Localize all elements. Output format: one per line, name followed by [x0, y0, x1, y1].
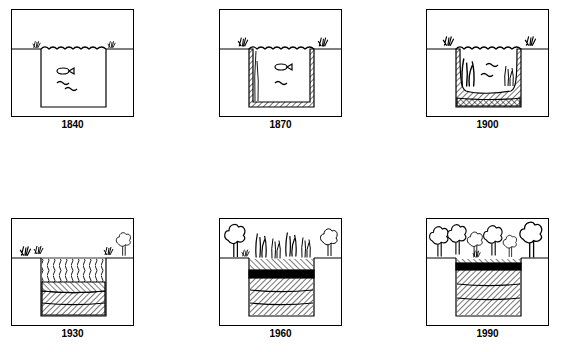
sediment-layer — [457, 270, 520, 315]
marsh-plants — [286, 233, 296, 257]
grass-tuft — [34, 246, 43, 254]
tree — [320, 229, 337, 256]
tree — [448, 225, 466, 255]
fish — [57, 68, 69, 74]
pond-basin — [456, 258, 521, 316]
sediment-layer — [249, 49, 314, 107]
sediment-layer — [457, 98, 520, 106]
pond-basin — [41, 258, 106, 316]
tree — [520, 222, 542, 257]
ground-line — [11, 257, 134, 258]
pond-panel — [426, 36, 549, 107]
sediment-layer — [250, 259, 313, 270]
marsh-plants — [302, 238, 311, 258]
soil-layer — [457, 259, 520, 263]
water-surface — [249, 47, 314, 49]
marsh-plants — [272, 239, 281, 259]
grass-tuft — [238, 38, 248, 47]
grass-tuft — [108, 41, 116, 48]
peat-layer — [249, 270, 314, 278]
fish-tail — [287, 64, 292, 70]
layer-line — [457, 284, 520, 300]
peat-layer — [456, 263, 521, 270]
pond-panel — [11, 233, 134, 316]
water-ripples — [275, 82, 287, 85]
year-label: 1840 — [0, 119, 153, 131]
sediment-layer — [456, 49, 521, 107]
grass-tuft — [33, 41, 41, 48]
grass-tuft — [525, 36, 536, 45]
grass-tuft — [104, 247, 113, 255]
sediment-layer — [42, 282, 105, 293]
tree — [225, 224, 245, 257]
pond-panel — [219, 38, 342, 107]
year-label: 1990 — [407, 328, 568, 340]
grass-tuft — [473, 251, 481, 258]
year-label: 1960 — [200, 328, 361, 340]
year-label: 1900 — [407, 119, 568, 131]
marsh-plants — [256, 234, 266, 258]
grass-tuft — [443, 36, 454, 45]
pond-panel — [11, 41, 134, 107]
dense-water-plants — [42, 259, 105, 282]
year-label: 1870 — [200, 119, 361, 131]
pond-basin — [41, 49, 106, 107]
stage-panel: 1870 — [219, 9, 342, 117]
grass-tuft — [318, 38, 328, 47]
stage-panel: 1960 — [219, 218, 342, 326]
stage-panel: 1990 — [426, 218, 549, 326]
layer-line — [42, 303, 105, 305]
ground-line — [426, 257, 549, 258]
water-surface — [41, 47, 106, 49]
grass-tuft — [242, 250, 250, 257]
tree — [503, 235, 516, 257]
water-plants — [462, 59, 474, 87]
sediment-layer — [250, 278, 313, 315]
layer-line — [250, 290, 313, 305]
stage-panel: 1840 — [11, 9, 134, 117]
water-plants — [505, 66, 514, 86]
tree — [484, 226, 502, 256]
year-label: 1930 — [0, 328, 153, 340]
pond-basin — [249, 258, 314, 316]
water-ripples — [481, 64, 498, 77]
tree — [116, 233, 130, 256]
pond-panel — [426, 222, 549, 316]
pond-panel — [219, 224, 342, 316]
fish — [275, 64, 287, 70]
stage-panel: 1930 — [11, 218, 134, 326]
tree — [430, 227, 448, 257]
fish-tail — [69, 68, 74, 74]
water-surface — [456, 47, 521, 49]
sediment-layer — [42, 291, 105, 315]
grass-tuft — [20, 246, 31, 255]
tree — [467, 232, 482, 256]
reed-stems — [255, 51, 259, 101]
stage-panel: 1900 — [426, 9, 549, 117]
water-surface — [41, 258, 106, 259]
water-ripples — [57, 82, 77, 91]
